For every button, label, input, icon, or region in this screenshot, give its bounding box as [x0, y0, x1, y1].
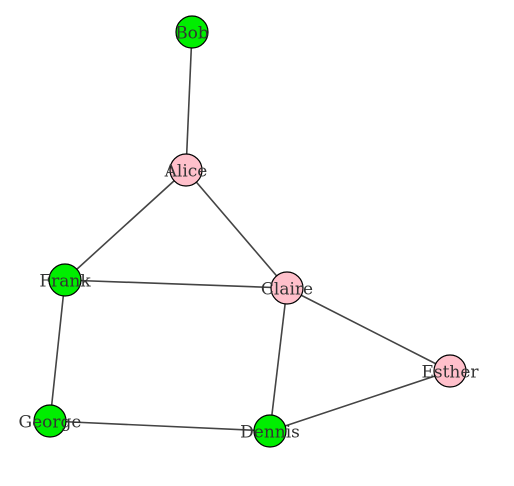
- node-label-claire: Claire: [261, 280, 313, 300]
- node-circle-george: [33, 404, 67, 438]
- node-label-george: George: [19, 413, 82, 433]
- edge-alice-frank: [64, 169, 187, 281]
- node-dennis: Dennis: [240, 414, 300, 448]
- node-circle-esther: [433, 354, 467, 388]
- node-label-bob: Bob: [175, 24, 209, 44]
- node-circle-alice: [169, 153, 203, 187]
- node-circle-dennis: [253, 414, 287, 448]
- node-esther: Esther: [421, 354, 479, 388]
- node-label-dennis: Dennis: [240, 423, 300, 443]
- node-circle-claire: [270, 271, 304, 305]
- node-label-esther: Esther: [421, 363, 479, 383]
- node-alice: Alice: [164, 153, 208, 187]
- edge-frank-george: [49, 279, 66, 422]
- node-frank: Frank: [39, 263, 91, 297]
- edge-claire-esther: [286, 287, 451, 372]
- node-george: George: [19, 404, 82, 438]
- edge-claire-dennis: [269, 287, 288, 432]
- edge-alice-claire: [185, 169, 288, 289]
- node-label-alice: Alice: [164, 162, 208, 182]
- node-circle-frank: [48, 263, 82, 297]
- edge-dennis-esther: [269, 370, 451, 432]
- node-label-frank: Frank: [39, 272, 91, 292]
- edge-george-dennis: [49, 420, 271, 432]
- node-circle-bob: [175, 15, 209, 49]
- edge-bob-alice: [185, 31, 193, 171]
- node-bob: Bob: [175, 15, 209, 49]
- edge-frank-claire: [64, 279, 288, 289]
- node-claire: Claire: [261, 271, 313, 305]
- edge-layer: [49, 31, 451, 432]
